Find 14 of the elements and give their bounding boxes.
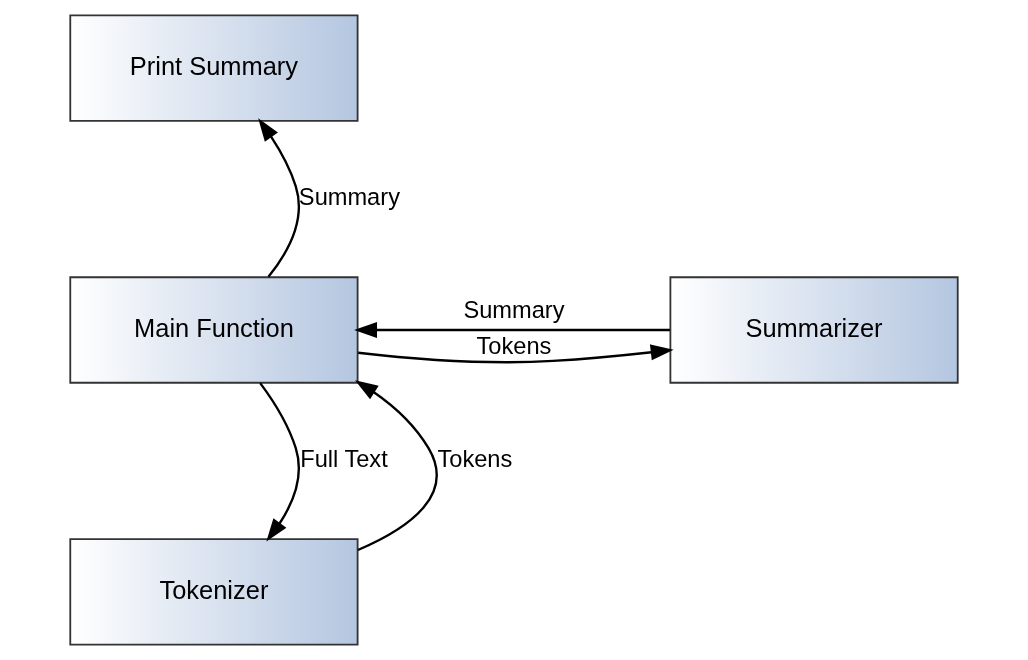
arrow: [358, 344, 674, 364]
arrow: [355, 380, 438, 552]
edge-label: Tokens: [476, 333, 552, 360]
node-box: Main Function: [69, 276, 359, 384]
edge-label: Summary: [463, 297, 565, 323]
edge-label: Summary: [298, 184, 400, 211]
node-box: Tokenizer: [69, 538, 359, 646]
node-box: Print Summary: [69, 14, 359, 122]
arrow: [354, 321, 670, 339]
arrow: [259, 382, 300, 542]
edge-label: Full Text: [300, 446, 388, 473]
node-box: Summarizer: [669, 276, 959, 384]
arrow: [258, 118, 300, 278]
edge-label: Tokens: [437, 446, 513, 473]
